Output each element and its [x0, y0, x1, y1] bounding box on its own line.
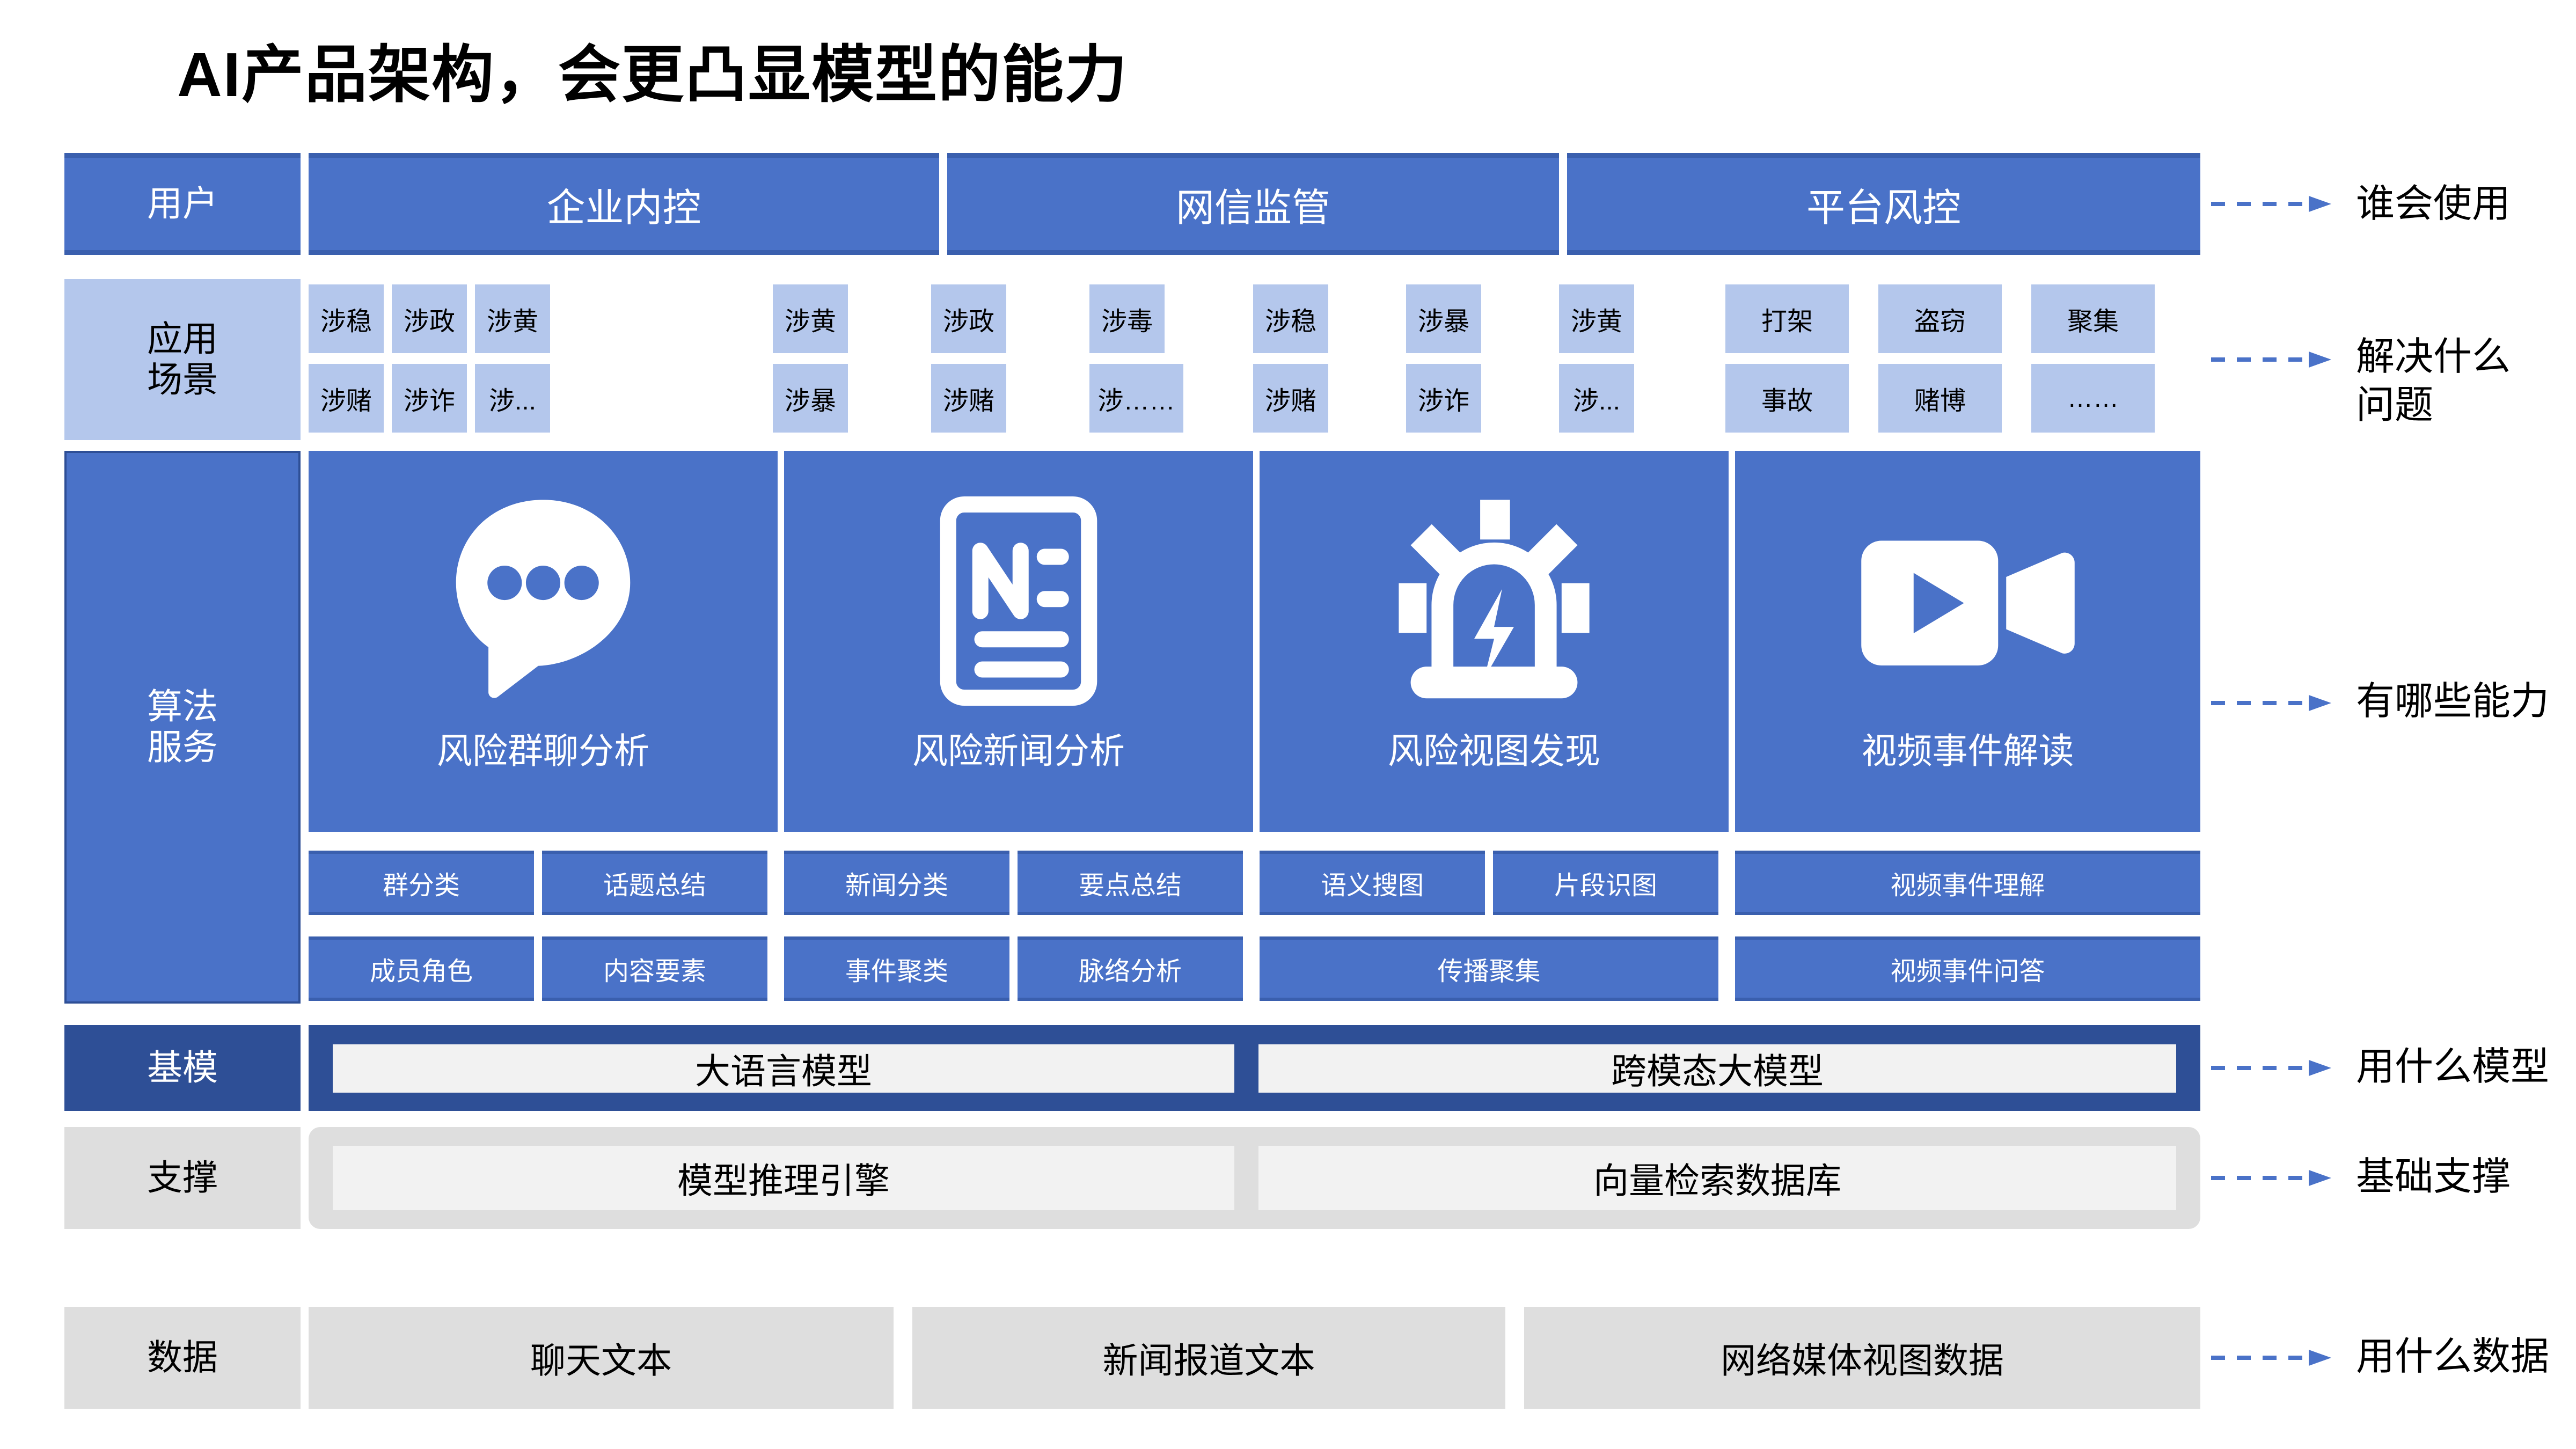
dashed-line — [2211, 1356, 2308, 1360]
arrow-head-icon — [2309, 695, 2331, 711]
dashed-line — [2211, 1176, 2308, 1180]
scenario-tag[interactable]: 涉…… — [1089, 364, 1183, 433]
service-card-riskview[interactable]: 风险视图发现 — [1260, 451, 1732, 832]
capability-tag[interactable]: 内容要素 — [542, 936, 767, 1001]
row-label-algorithms-text: 算法 服务 — [147, 686, 218, 767]
row-label-data: 数据 — [64, 1307, 301, 1409]
scenario-tag[interactable]: 涉暴 — [1406, 284, 1481, 353]
row-label-scenarios: 应用 场景 — [64, 279, 301, 440]
service-name: 风险群聊分析 — [437, 731, 649, 771]
scenario-tag[interactable]: 涉黄 — [475, 284, 550, 353]
scenario-tag[interactable]: 涉政 — [392, 284, 467, 353]
scenario-tag[interactable]: …… — [2031, 364, 2155, 433]
scenario-tag[interactable]: 涉诈 — [392, 364, 467, 433]
scenario-tag[interactable]: 赌博 — [1878, 364, 2002, 433]
scenario-tag[interactable]: 涉黄 — [1559, 284, 1634, 353]
alarm-siren-icon — [1395, 488, 1593, 714]
service-name: 视频事件解读 — [1861, 731, 2074, 771]
dashed-line — [2211, 357, 2308, 362]
capability-tag[interactable]: 要点总结 — [1018, 851, 1243, 915]
annotation-label-support: 基础支撑 — [2356, 1155, 2511, 1198]
dashed-line — [2211, 1066, 2308, 1070]
capability-tag[interactable]: 脉络分析 — [1018, 936, 1243, 1001]
scenario-tag[interactable]: 涉赌 — [1253, 364, 1328, 433]
news-document-icon — [930, 488, 1107, 714]
user-block-2[interactable]: 平台风控 — [1567, 153, 2200, 255]
capability-tag[interactable]: 群分类 — [309, 851, 534, 915]
annotation-label-data: 用什么数据 — [2356, 1335, 2550, 1378]
capability-tag[interactable]: 视频事件问答 — [1735, 936, 2200, 1001]
row-label-support: 支撑 — [64, 1127, 301, 1229]
user-block-0[interactable]: 企业内控 — [309, 153, 939, 255]
annotation-label-users: 谁会使用 — [2356, 182, 2511, 225]
support-chip-1[interactable]: 向量检索数据库 — [1258, 1146, 2176, 1210]
scenario-tag[interactable]: 涉... — [1559, 364, 1634, 433]
data-chip-1[interactable]: 新闻报道文本 — [912, 1307, 1505, 1409]
capability-tag[interactable]: 事件聚类 — [784, 936, 1009, 1001]
capability-tag[interactable]: 语义搜图 — [1260, 851, 1485, 915]
row-label-users: 用户 — [64, 153, 301, 255]
chat-bubble-dots-icon — [441, 488, 645, 714]
scenario-tag[interactable]: 涉暴 — [773, 364, 848, 433]
capability-tag[interactable]: 新闻分类 — [784, 851, 1009, 915]
data-chip-2[interactable]: 网络媒体视图数据 — [1524, 1307, 2200, 1409]
dashed-line — [2211, 202, 2308, 206]
scenario-tag[interactable]: 涉政 — [931, 284, 1006, 353]
arrow-head-icon — [2309, 352, 2331, 368]
video-camera-icon — [1855, 488, 2081, 714]
scenario-tag[interactable]: 事故 — [1725, 364, 1849, 433]
service-name: 风险新闻分析 — [912, 731, 1125, 771]
capability-tag[interactable]: 话题总结 — [542, 851, 767, 915]
capability-tag[interactable]: 成员角色 — [309, 936, 534, 1001]
arrow-head-icon — [2309, 1060, 2331, 1076]
scenario-tag[interactable]: 涉赌 — [309, 364, 384, 433]
row-label-scenarios-text: 应用 场景 — [147, 319, 218, 399]
row-label-algorithms: 算法 服务 — [64, 451, 301, 1004]
arrow-head-icon — [2309, 1350, 2331, 1366]
scenario-tag[interactable]: 涉黄 — [773, 284, 848, 353]
service-card-chat[interactable]: 风险群聊分析 — [309, 451, 781, 832]
dashed-line — [2211, 701, 2308, 705]
arrow-head-icon — [2309, 1170, 2331, 1186]
scenario-tag[interactable]: 聚集 — [2031, 284, 2155, 353]
capability-tag[interactable]: 视频事件理解 — [1735, 851, 2200, 915]
scenario-tag[interactable]: 涉稳 — [1253, 284, 1328, 353]
scenario-tag[interactable]: 涉稳 — [309, 284, 384, 353]
base-model-chip-0[interactable]: 大语言模型 — [333, 1044, 1234, 1093]
arrow-head-icon — [2309, 196, 2331, 212]
capability-tag[interactable]: 片段识图 — [1493, 851, 1718, 915]
row-label-base-models: 基模 — [64, 1025, 301, 1111]
scenario-tag[interactable]: 涉赌 — [931, 364, 1006, 433]
annotation-label-algorithms: 有哪些能力 — [2356, 680, 2550, 723]
data-chip-0[interactable]: 聊天文本 — [309, 1307, 894, 1409]
annotation-label-base-models: 用什么模型 — [2356, 1045, 2550, 1088]
user-block-1[interactable]: 网信监管 — [947, 153, 1559, 255]
page-title: AI产品架构，会更凸显模型的能力 — [177, 40, 1128, 109]
base-model-chip-1[interactable]: 跨模态大模型 — [1258, 1044, 2176, 1093]
support-chip-0[interactable]: 模型推理引擎 — [333, 1146, 1234, 1210]
service-card-video[interactable]: 视频事件解读 — [1735, 451, 2200, 832]
service-name: 风险视图发现 — [1388, 731, 1600, 771]
scenario-tag[interactable]: 涉诈 — [1406, 364, 1481, 433]
scenario-tag[interactable]: 打架 — [1725, 284, 1849, 353]
annotation-label-scenarios: 解决什么 问题 — [2356, 335, 2511, 427]
scenario-tag[interactable]: 盗窃 — [1878, 284, 2002, 353]
scenario-tag[interactable]: 涉毒 — [1089, 284, 1165, 353]
service-card-news[interactable]: 风险新闻分析 — [784, 451, 1256, 832]
capability-tag[interactable]: 传播聚集 — [1260, 936, 1718, 1001]
scenario-tag[interactable]: 涉... — [475, 364, 550, 433]
